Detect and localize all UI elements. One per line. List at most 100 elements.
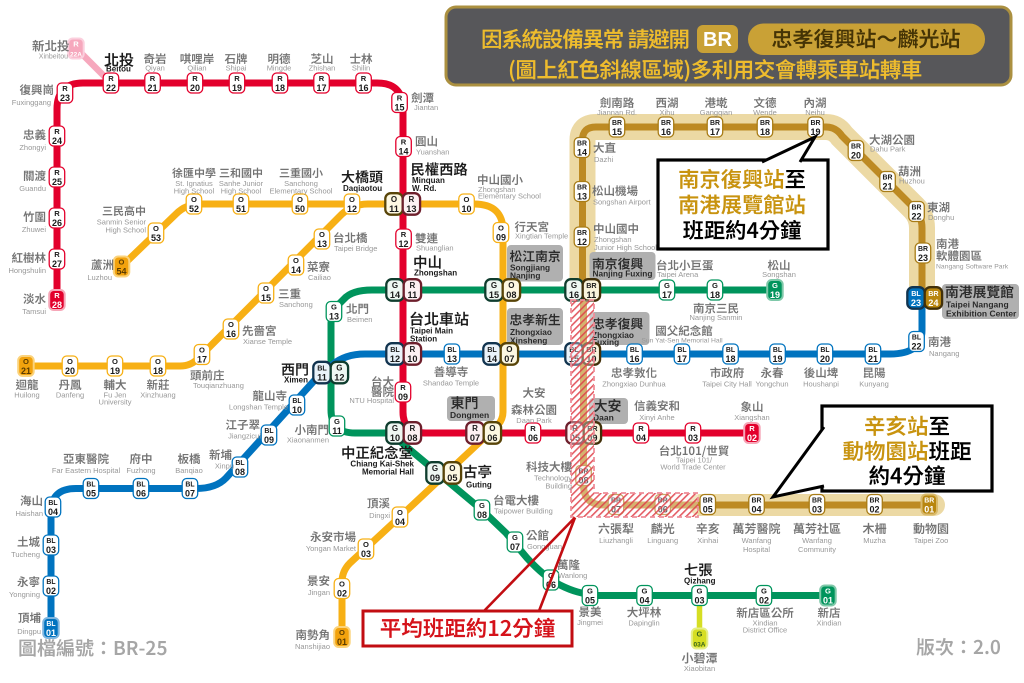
svg-text:26: 26: [52, 218, 62, 228]
svg-text:南港展覽館站: 南港展覽館站: [678, 189, 806, 220]
svg-text:Taipei Nangang: Taipei Nangang: [946, 300, 1009, 310]
svg-text:19: 19: [810, 127, 820, 137]
svg-text:High School: High School: [174, 187, 215, 196]
svg-text:08: 08: [477, 510, 487, 520]
svg-text:O: O: [339, 580, 345, 589]
svg-text:15: 15: [489, 290, 499, 300]
svg-text:BL: BL: [911, 289, 921, 298]
svg-text:G: G: [331, 303, 337, 312]
svg-text:中正紀念堂: 中正紀念堂: [341, 442, 413, 463]
svg-text:11: 11: [389, 204, 399, 214]
svg-text:23: 23: [911, 298, 921, 308]
svg-text:善導寺: 善導寺: [434, 364, 469, 380]
svg-text:Taipei Arena: Taipei Arena: [657, 270, 699, 279]
svg-text:Fuzhong: Fuzhong: [126, 466, 155, 475]
svg-text:High School: High School: [221, 187, 262, 196]
svg-text:O: O: [67, 357, 73, 366]
svg-text:R: R: [192, 74, 198, 83]
svg-text:R: R: [638, 424, 644, 433]
svg-text:R: R: [54, 250, 60, 259]
svg-text:Shipai: Shipai: [226, 64, 247, 73]
svg-text:麟光: 麟光: [651, 520, 675, 537]
svg-text:High School: High School: [106, 226, 147, 235]
svg-text:Zhongyi: Zhongyi: [19, 143, 46, 152]
svg-text:新埔: 新埔: [209, 447, 232, 463]
svg-text:唭哩岸: 唭哩岸: [180, 51, 215, 67]
svg-text:Sanhe Junior: Sanhe Junior: [219, 179, 264, 188]
svg-text:小碧潭: 小碧潭: [681, 650, 717, 667]
svg-text:市政府: 市政府: [710, 365, 745, 381]
svg-text:BL: BL: [447, 347, 456, 354]
svg-text:01: 01: [337, 637, 347, 647]
svg-text:Station: Station: [410, 335, 437, 344]
svg-text:公館: 公館: [526, 528, 549, 544]
svg-text:21: 21: [868, 354, 878, 364]
svg-text:Touqianzhuang: Touqianzhuang: [193, 381, 244, 390]
svg-text:永寧: 永寧: [17, 574, 40, 590]
svg-text:南京復興站至: 南京復興站至: [678, 163, 806, 194]
svg-text:University: University: [99, 398, 132, 407]
svg-text:09: 09: [496, 232, 506, 242]
svg-text:BR: BR: [924, 498, 934, 505]
svg-text:Yongchun: Yongchun: [755, 380, 788, 389]
svg-text:R: R: [54, 168, 60, 177]
svg-text:O: O: [498, 224, 504, 233]
svg-text:迴龍: 迴龍: [16, 377, 39, 393]
svg-text:Dingpu: Dingpu: [17, 627, 41, 636]
svg-text:BR: BR: [883, 175, 893, 182]
svg-text:Xiaonanmen: Xiaonanmen: [287, 436, 329, 445]
svg-text:行天宮: 行天宮: [515, 219, 550, 235]
svg-text:O: O: [339, 628, 345, 637]
svg-text:Junior High School: Junior High School: [594, 243, 657, 252]
svg-text:R: R: [54, 291, 60, 300]
svg-text:Taipei Main: Taipei Main: [410, 327, 453, 336]
svg-text:信義安和: 信義安和: [634, 398, 680, 414]
svg-text:BL: BL: [292, 398, 301, 405]
svg-text:Fuxinggang: Fuxinggang: [12, 98, 51, 107]
svg-text:BL: BL: [46, 621, 55, 628]
svg-text:大坪林: 大坪林: [627, 605, 662, 621]
svg-text:G: G: [825, 587, 831, 596]
svg-text:忠孝敦化: 忠孝敦化: [611, 365, 657, 381]
svg-text:16: 16: [358, 83, 368, 93]
svg-text:14: 14: [291, 265, 301, 275]
svg-text:Elementary School: Elementary School: [270, 187, 333, 196]
svg-text:01: 01: [924, 504, 934, 514]
svg-text:Tucheng: Tucheng: [11, 550, 40, 559]
svg-text:Zhongxiao Dunhua: Zhongxiao Dunhua: [602, 380, 666, 389]
svg-text:R: R: [361, 74, 367, 83]
svg-text:05: 05: [585, 595, 595, 605]
svg-text:Daan Park: Daan Park: [516, 416, 552, 425]
svg-text:Songjiang: Songjiang: [510, 263, 550, 273]
svg-text:Huzhou: Huzhou: [899, 177, 925, 186]
svg-text:西湖: 西湖: [656, 95, 679, 111]
svg-text:Gangqian: Gangqian: [700, 108, 733, 117]
svg-text:景安: 景安: [307, 573, 330, 589]
svg-text:劍潭: 劍潭: [411, 90, 434, 106]
svg-text:G: G: [392, 424, 398, 433]
svg-text:軟體園區: 軟體園區: [936, 248, 982, 264]
svg-text:竹圍: 竹圍: [23, 209, 46, 225]
svg-text:平均班距約12分鐘: 平均班距約12分鐘: [380, 612, 555, 643]
svg-text:12: 12: [334, 372, 344, 382]
svg-text:Beitou: Beitou: [106, 65, 131, 74]
svg-text:雙連: 雙連: [415, 231, 438, 247]
svg-text:南勢角: 南勢角: [296, 627, 331, 643]
svg-text:Taipei 101/: Taipei 101/: [676, 456, 713, 465]
svg-text:BR: BR: [752, 498, 762, 505]
svg-text:09: 09: [430, 473, 440, 483]
svg-text:BR: BR: [586, 281, 597, 290]
svg-text:Xianse Temple: Xianse Temple: [243, 337, 292, 346]
svg-text:05: 05: [703, 504, 713, 514]
svg-text:16: 16: [569, 290, 579, 300]
svg-text:中山: 中山: [413, 252, 442, 273]
svg-text:Dongmen: Dongmen: [450, 410, 489, 420]
svg-text:Shuanglian: Shuanglian: [416, 244, 454, 253]
svg-text:Sanchong: Sanchong: [284, 179, 318, 188]
svg-text:51: 51: [236, 204, 246, 214]
svg-text:08: 08: [407, 433, 417, 443]
svg-text:Dingxi: Dingxi: [369, 511, 390, 520]
svg-text:BR: BR: [661, 120, 671, 127]
svg-text:科技大樓: 科技大樓: [526, 459, 572, 475]
svg-text:頂埔: 頂埔: [18, 610, 41, 626]
